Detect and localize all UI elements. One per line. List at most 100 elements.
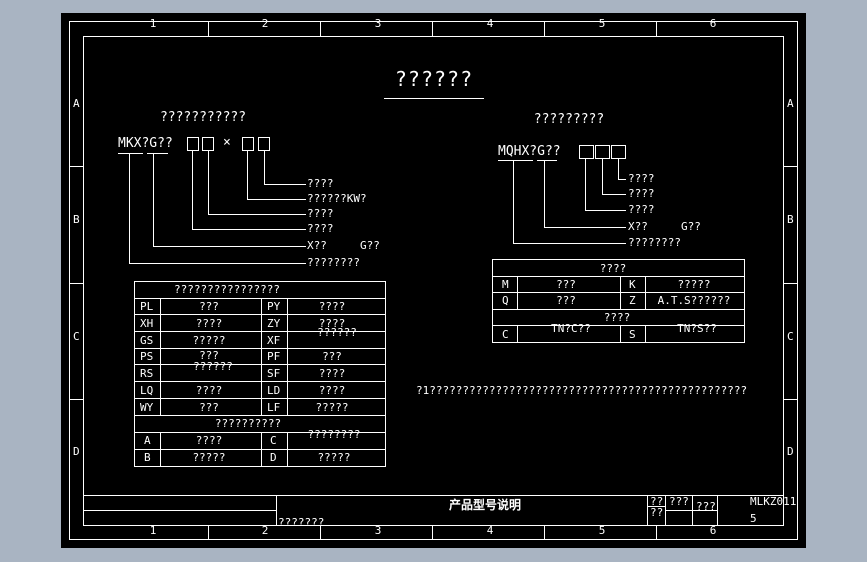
right-model-code: MQHX?G??	[498, 144, 561, 159]
right-table-desc: ???	[556, 294, 576, 307]
times-sign: ×	[223, 135, 231, 150]
left-table-code: XF	[267, 334, 281, 347]
sheet-number: 5	[750, 512, 757, 525]
left-table-desc: ?????	[315, 401, 349, 414]
right-table-code: Z	[629, 294, 636, 307]
col-marker-5: 5	[598, 17, 606, 30]
title-block-cell: ???	[696, 500, 716, 513]
col-marker-3: 3	[374, 17, 382, 30]
right-table-header2: ????	[603, 311, 631, 324]
title-block-cell: ??	[650, 495, 664, 508]
right-callout-4: X?? G??	[628, 220, 701, 233]
drawing-title: ??????	[394, 67, 474, 91]
left-table-desc: ?????	[192, 334, 226, 347]
col-marker-4: 4	[486, 17, 494, 30]
drawing-sheet: 1 2 3 4 5 6 1 2 3 4 5 6 A B C D A B C D …	[61, 13, 806, 548]
title-block-name: 产品型号说明	[448, 498, 522, 512]
left-callout-1: ????	[307, 177, 334, 190]
left-table-code: LF	[267, 401, 281, 414]
left-callout-3: ????	[307, 207, 334, 220]
right-table-code: S	[629, 328, 636, 341]
left-table-code: RS	[140, 367, 154, 380]
col-marker-1: 1	[149, 17, 157, 30]
right-table-code: M	[502, 278, 509, 291]
drawing-code: MLKZ011	[750, 495, 797, 508]
row-marker-right-b: B	[787, 213, 794, 226]
right-callout-5: ????????	[628, 236, 681, 249]
left-table-header2: ??????????	[214, 417, 282, 430]
note-text: ?1??????????????????????????????????????…	[416, 384, 748, 397]
left-table-code: C	[270, 434, 277, 447]
left-table-code: A	[144, 434, 151, 447]
right-table-desc: ?????	[677, 278, 711, 291]
left-table-desc: ????????	[307, 428, 361, 441]
right-table-desc: TN?C??	[551, 322, 591, 335]
left-table-desc: ????	[195, 384, 223, 397]
col-marker-bottom-1: 1	[149, 524, 157, 537]
left-table-code: PL	[140, 300, 154, 313]
right-table-code: K	[629, 278, 636, 291]
row-marker-right-d: D	[787, 445, 794, 458]
left-callout-6: ????????	[307, 256, 360, 269]
left-table-code: PF	[267, 350, 281, 363]
left-table-desc: ????	[318, 384, 346, 397]
frame-lines	[69, 21, 798, 540]
title-block-cell: ???	[669, 495, 689, 508]
right-table-code: C	[502, 328, 509, 341]
right-table-desc: A.T.S??????	[657, 294, 731, 307]
title-block-cell: ??	[650, 506, 664, 519]
left-table-code: WY	[140, 401, 154, 414]
left-table-desc: ?????	[192, 451, 226, 464]
col-marker-bottom-5: 5	[598, 524, 606, 537]
left-table-code: LD	[267, 384, 281, 397]
row-marker-right-c: C	[787, 330, 794, 343]
row-marker-right-a: A	[787, 97, 794, 110]
left-table-code: PY	[267, 300, 281, 313]
left-table-desc: ???	[199, 349, 219, 362]
left-table-code: ZY	[267, 317, 281, 330]
right-table-header: ????	[599, 262, 627, 275]
left-table-code: B	[144, 451, 151, 464]
col-marker-bottom-6: 6	[709, 524, 717, 537]
left-table-code: D	[270, 451, 277, 464]
title-block-note: ???????	[278, 516, 325, 529]
col-marker-bottom-3: 3	[374, 524, 382, 537]
left-table-desc: ????	[195, 317, 223, 330]
right-table-desc: TN?S??	[677, 322, 717, 335]
left-table-desc: ?????	[317, 451, 351, 464]
left-table-code: XH	[140, 317, 154, 330]
row-marker-a: A	[73, 97, 80, 110]
right-callout-2: ????	[628, 187, 655, 200]
right-callout-1: ????	[628, 172, 655, 185]
right-table-desc: ???	[556, 278, 576, 291]
left-table-desc: ???	[322, 350, 342, 363]
col-marker-6: 6	[709, 17, 717, 30]
right-table-code: Q	[502, 294, 509, 307]
right-callout-3: ????	[628, 203, 655, 216]
left-table-code: LQ	[140, 384, 154, 397]
left-callout-5: X?? G??	[307, 239, 380, 252]
left-table-code: PS	[140, 350, 154, 363]
left-table-desc: ????	[195, 434, 223, 447]
left-table-desc: ??????	[317, 326, 357, 339]
left-table-desc: ????	[318, 367, 346, 380]
left-table-desc: ??????	[193, 360, 233, 373]
left-callout-4: ????	[307, 222, 334, 235]
left-table-desc: ????	[318, 317, 346, 330]
left-caption: ???????????	[159, 110, 247, 125]
col-marker-2: 2	[261, 17, 269, 30]
left-table-header: ????????????????	[174, 283, 280, 296]
col-marker-bottom-2: 2	[261, 524, 269, 537]
left-model-code: MKX?G??	[118, 136, 173, 151]
left-table-code: SF	[267, 367, 281, 380]
left-table-desc: ????	[318, 300, 346, 313]
left-table-desc: ???	[199, 300, 219, 313]
col-marker-bottom-4: 4	[486, 524, 494, 537]
row-marker-c: C	[73, 330, 80, 343]
left-table-desc: ???	[199, 401, 219, 414]
left-callout-2: ??????KW?	[307, 192, 367, 205]
right-caption: ?????????	[533, 112, 605, 127]
left-table-code: GS	[140, 334, 154, 347]
row-marker-b: B	[73, 213, 80, 226]
row-marker-d: D	[73, 445, 80, 458]
